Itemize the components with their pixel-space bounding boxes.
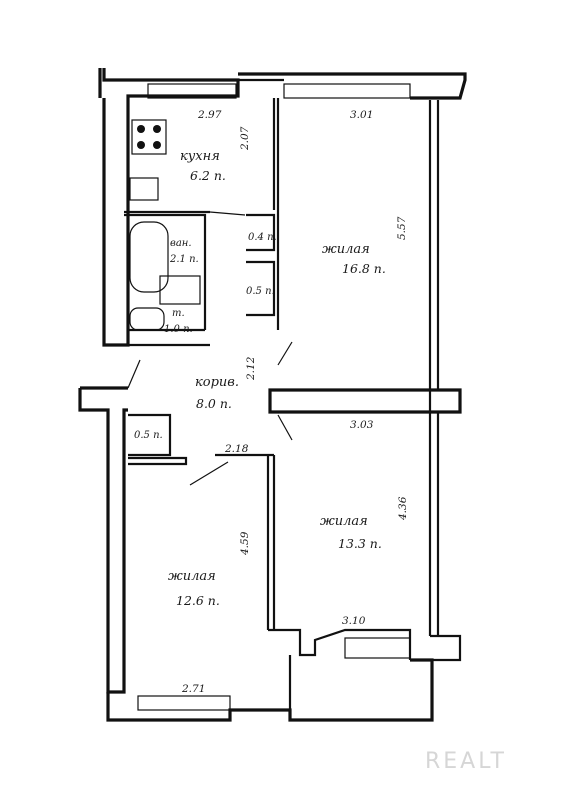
closet-a-area: 0.4 п. <box>248 232 277 243</box>
left-room-name: жилая <box>168 569 216 584</box>
closet-b-area: 0.5 п. <box>246 286 275 297</box>
left-room-window <box>137 695 231 711</box>
bathtub <box>129 221 169 293</box>
corridor-area: 8.0 п. <box>196 396 232 411</box>
kitchen-window <box>147 83 237 99</box>
left-room-area: 12.6 п. <box>176 593 220 608</box>
dim-left-room-depth: 4.59 <box>239 531 251 556</box>
dim-mid-room-depth: 4.36 <box>397 496 409 521</box>
dim-mid-room-width: 3.03 <box>350 419 374 431</box>
dim-corridor-depth: 2.12 <box>245 356 257 381</box>
corridor-name: корив. <box>195 375 239 390</box>
dim-big-room-depth: 5.57 <box>396 216 408 240</box>
mid-room-area: 13.3 п. <box>338 536 382 551</box>
bathroom-area: 2.1 п. <box>169 254 199 265</box>
kitchen-area: 6.2 п. <box>190 168 226 183</box>
kitchen-sink <box>129 177 159 201</box>
dim-balcony-width: 3.10 <box>342 615 366 627</box>
dim-big-room-width: 3.01 <box>350 109 373 121</box>
dim-left-room-top: 2.18 <box>224 443 249 455</box>
watermark: REALT <box>425 749 507 774</box>
dim-kitchen-width: 2.97 <box>197 109 222 121</box>
toilet-name: т. <box>172 308 185 319</box>
big-room-window <box>283 83 411 99</box>
dim-left-room-width: 2.71 <box>181 683 205 695</box>
walls <box>78 68 467 722</box>
stove <box>131 119 167 155</box>
toilet-area: 1.0 п. <box>164 324 193 335</box>
balcony-door <box>344 637 411 659</box>
closet-c-area: 0.5 п. <box>134 430 163 441</box>
bathroom-name: ван. <box>170 238 192 249</box>
big-room-name: жилая <box>322 242 370 257</box>
toilet-fixture <box>159 275 201 305</box>
dim-kitchen-depth: 2.07 <box>239 126 251 151</box>
mid-room-name: жилая <box>320 514 368 529</box>
big-room-area: 16.8 п. <box>342 261 386 276</box>
sink-fixture <box>129 307 165 331</box>
kitchen-name: кухня <box>180 149 220 164</box>
